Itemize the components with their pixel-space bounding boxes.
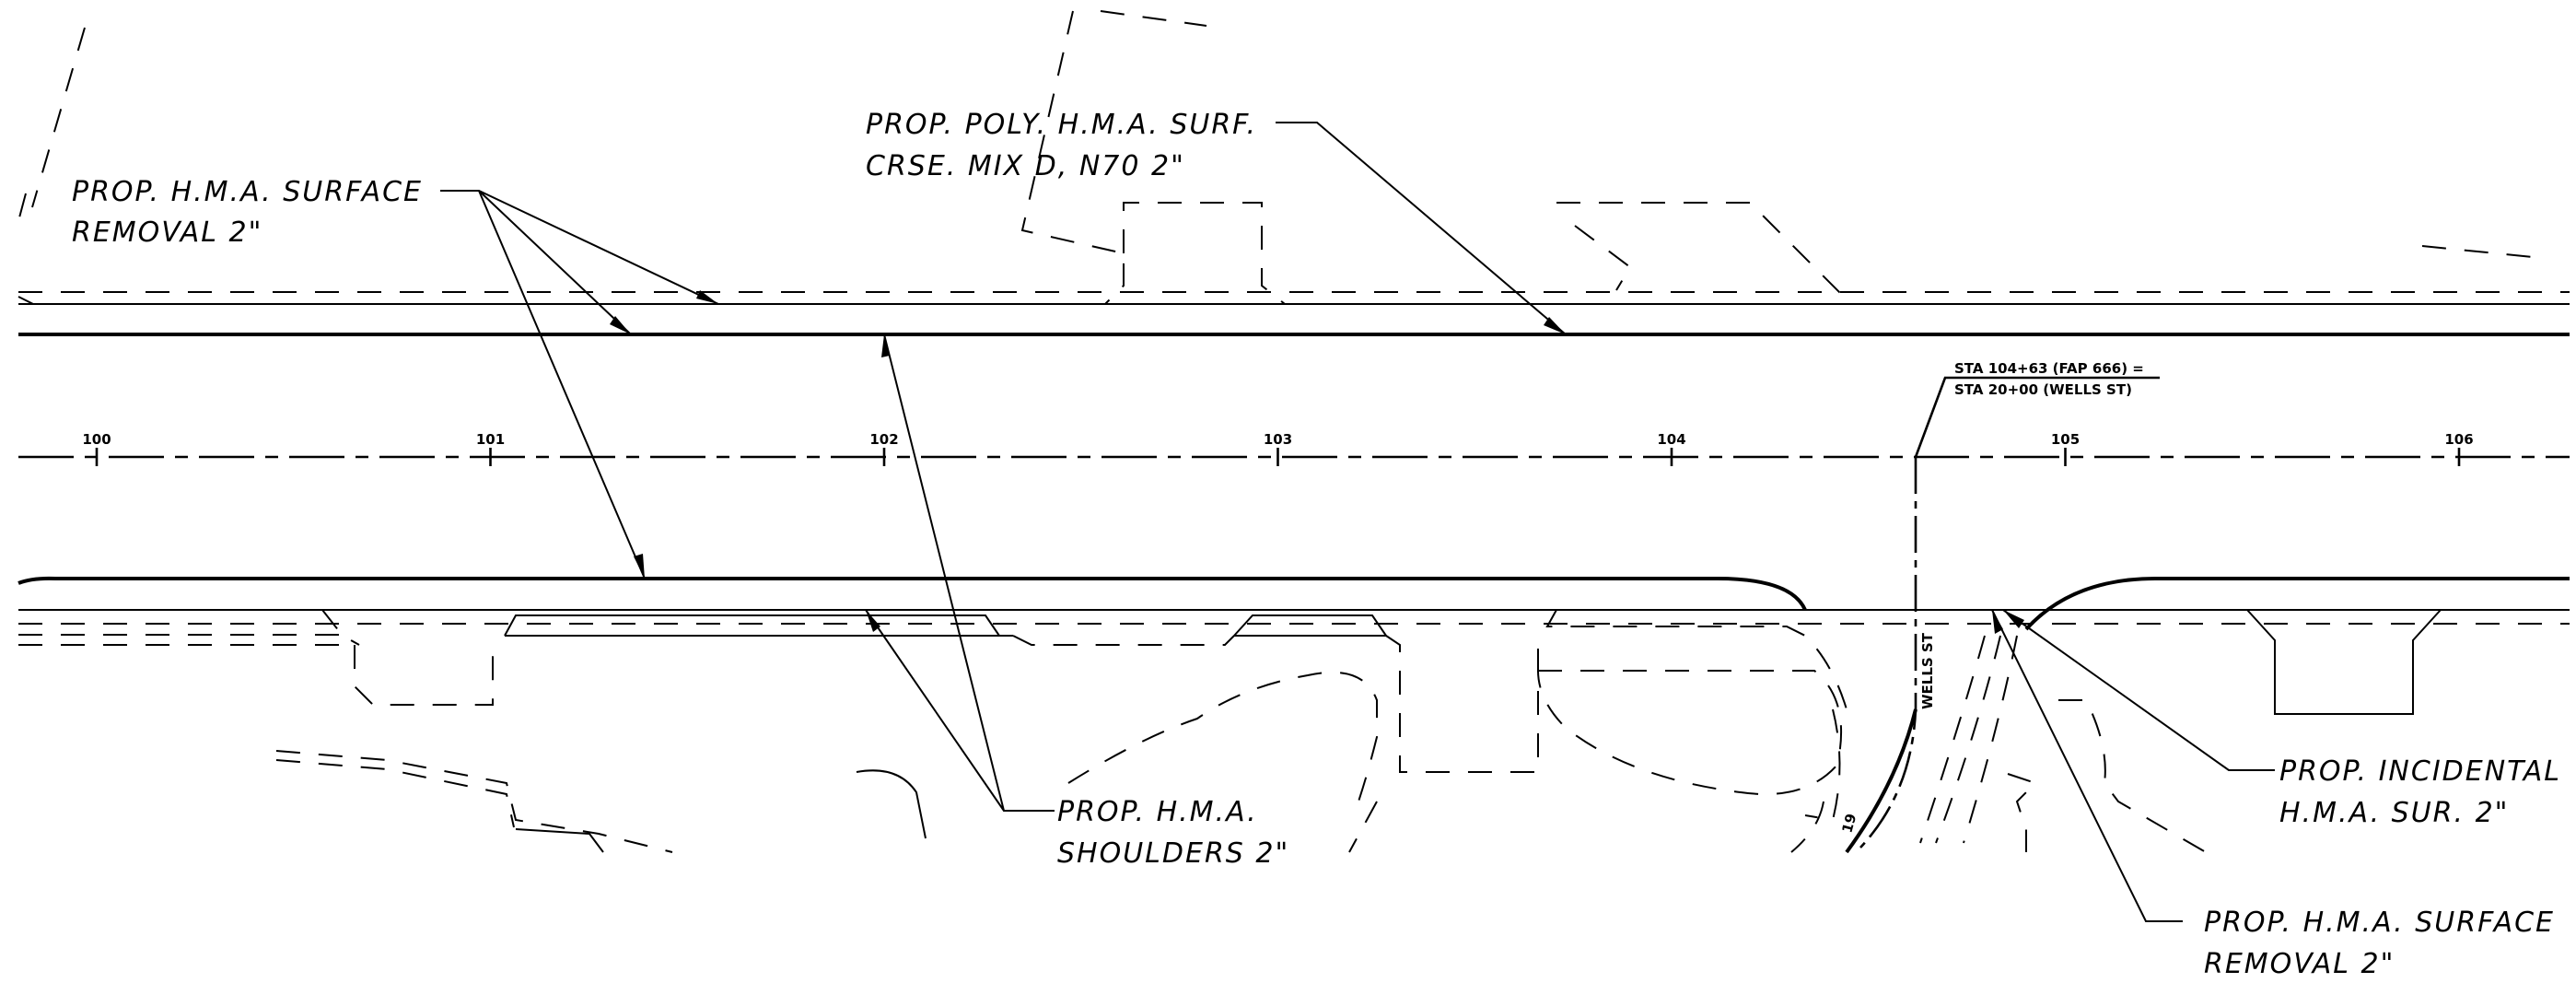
ex-road-sw-1 [275,750,673,853]
arrowhead [634,554,645,579]
ex-lines-right-2 [1935,635,2001,844]
ex-line-top-mid [1020,10,1125,305]
station-label: 100 [82,431,111,448]
label-incidental-2: H.M.A. SUR. 2" [2279,797,2509,829]
arrowhead [1544,317,1566,334]
ex-line-top-right [2421,245,2543,259]
ex-curb-1 [504,614,1013,637]
ex-road-sw-3 [515,828,604,853]
label-surface-removal-bottom-1: PROP. H.M.A. SURFACE [2204,907,2555,939]
label-poly-surf-2: CRSE. MIX D, N70 2" [866,150,1185,182]
station-equation-line1: STA 104+63 (FAP 666) = [1954,360,2144,377]
label-incidental-1: PROP. INCIDENTAL [2279,755,2561,788]
arrowhead [2003,610,2024,628]
wells-st-west-curb [1845,708,1917,854]
leader-surface-removal-bottom [1991,609,2183,922]
ex-inlet [2246,609,2442,715]
arrowhead [1992,610,2003,634]
callout-labels: PROP. H.M.A. SURFACE REMOVAL 2" PROP. PO… [72,109,2561,980]
ex-drive-east [1804,708,1841,822]
south-edge-of-pavement [17,576,2570,631]
ex-drive-north-inner [1574,225,1632,291]
label-shoulders-2: SHOULDERS 2" [1057,837,1289,870]
leader-poly-surf [1276,122,1567,335]
station-label: 104 [1657,431,1685,448]
ex-lines-right-4 [2058,699,2207,853]
ex-building-notch [1123,202,1286,305]
station-label: 103 [1264,431,1292,448]
ex-road-sw-2 [275,759,515,828]
wells-st-label: WELLS ST [1919,632,1936,709]
arrowhead [881,334,890,357]
label-surface-removal-top-1: PROP. H.M.A. SURFACE [72,176,423,208]
station-equation-line2: STA 20+00 (WELLS ST) [1954,381,2132,398]
station-label: 102 [869,431,898,448]
ex-drive-1 [321,609,494,706]
wells-st-centerline: STA 104+63 (FAP 666) = STA 20+00 (WELLS … [1838,360,2160,854]
arrowhead [696,290,718,304]
ex-arc-1 [856,769,927,839]
ex-lines-right-5 [2007,773,2037,852]
ex-curve-lot [1067,671,1378,802]
ex-curve-lot-2 [1348,801,1378,853]
wells-st-cl [1859,457,1917,848]
existing-features-south [275,609,2442,853]
ex-oval [1537,670,1843,795]
leader-shoulders [865,334,1055,812]
arrowhead [866,610,880,632]
ex-drive-2 [1012,635,1539,773]
north-edge-end-tick [17,296,34,305]
label-poly-surf-1: PROP. POLY. H.M.A. SURF. [866,109,1257,141]
label-surface-removal-bottom-2: REMOVAL 2" [2204,948,2395,980]
ex-drive-north [1556,202,1852,305]
station-ticks: 100 101 102 103 104 105 106 [82,431,2474,466]
ex-curb-2 [1233,614,1387,637]
label-surface-removal-top-2: REMOVAL 2" [72,216,262,249]
pavement-edges [17,291,2570,646]
station-label: 106 [2444,431,2473,448]
leader-surface-removal-top [440,190,719,579]
arrowheads [610,290,2024,634]
ex-oval-top [1545,609,1847,710]
existing-features-north [17,10,2543,305]
ex-drive-east-2 [1790,801,1824,853]
station-label: 101 [476,431,505,448]
label-shoulders-1: PROP. H.M.A. [1057,796,1258,828]
ex-lines-right-1 [1919,635,1986,844]
ex-lines-right-3 [1963,635,2018,844]
curb-mark: 19 [1838,812,1859,835]
station-label: 105 [2051,431,2080,448]
arrowhead [610,316,631,334]
callout-leaders [440,122,2275,922]
ex-line-topleft-1 [31,27,86,208]
ex-line-topleft-2 [17,193,27,222]
leader-incidental [2002,609,2275,771]
ex-top-stub [1100,10,1207,27]
